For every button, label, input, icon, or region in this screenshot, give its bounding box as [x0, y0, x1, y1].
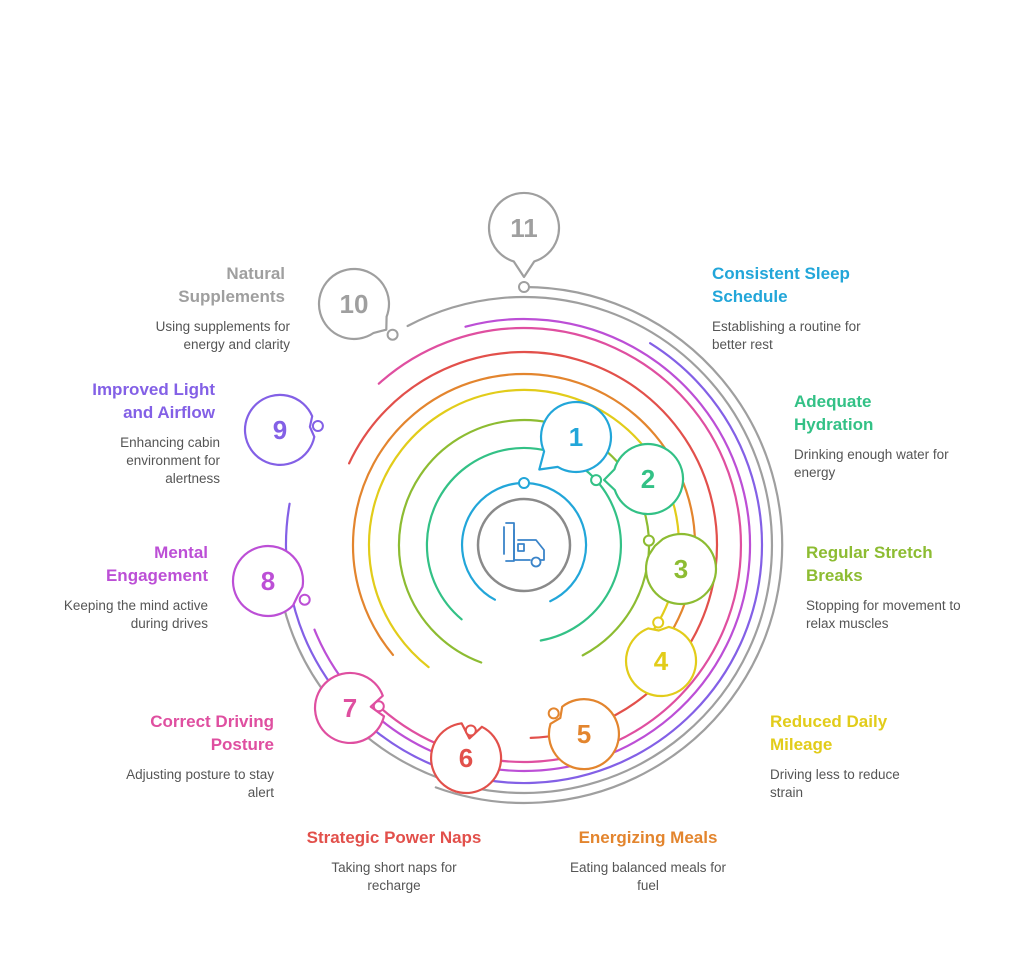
- badge-number-8: 8: [261, 566, 275, 596]
- badge-number-2: 2: [641, 464, 655, 494]
- ring-dot-1: [518, 477, 530, 489]
- step-badge-5: 5: [547, 698, 621, 771]
- badge-number-9: 9: [273, 415, 287, 445]
- step-3-description: Stopping for movement to relax muscles: [806, 598, 961, 631]
- ring-dot-6: [464, 724, 477, 737]
- step-6-title: Strategic Power Naps: [306, 828, 482, 847]
- step-8-title: Mental Engagement: [105, 543, 208, 585]
- step-4-description: Driving less to reduce strain: [770, 767, 900, 800]
- badge-number-7: 7: [343, 693, 357, 723]
- badge-outline-11: [487, 191, 561, 279]
- ring-arc-8: [313, 317, 752, 773]
- step-1-description: Establishing a routine for better rest: [712, 319, 861, 352]
- badge-number-5: 5: [577, 719, 591, 749]
- step-badge-3: 3: [644, 532, 718, 606]
- ring-dot-11: [518, 281, 530, 293]
- badge-number-11: 11: [510, 213, 538, 243]
- ring-arc-4: [367, 388, 681, 669]
- step-7-title: Correct Driving Posture: [150, 712, 274, 754]
- step-badge-2: 2: [603, 442, 685, 516]
- step-badge-4: 4: [624, 625, 698, 698]
- label-step-7: Correct Driving Posture Adjusting postur…: [98, 710, 274, 802]
- badge-number-3: 3: [674, 554, 688, 584]
- ring-dot-3: [642, 534, 655, 547]
- label-step-10: Natural Supplements Using supplements fo…: [110, 262, 290, 354]
- badge-outline-7: [313, 671, 386, 744]
- ring-arc-11: [434, 285, 784, 805]
- badge-outline-8: [231, 544, 305, 618]
- step-badge-1: 1: [538, 400, 613, 474]
- ring-arc-10: [280, 295, 774, 795]
- ring-dot-5: [547, 707, 560, 720]
- step-9-title: Improved Light and Airflow: [92, 380, 215, 422]
- step-10-description: Using supplements for energy and clarity: [155, 319, 290, 352]
- step-5-description: Eating balanced meals for fuel: [569, 860, 727, 893]
- label-step-3: Regular Stretch Breaks Stopping for move…: [806, 541, 966, 633]
- step-1-title: Consistent Sleep Schedule: [712, 264, 850, 306]
- ring-dot-2: [590, 474, 603, 487]
- step-9-description: Enhancing cabin environment for alertnes…: [120, 435, 220, 486]
- label-step-6: Strategic Power Naps Taking short naps f…: [304, 826, 484, 895]
- step-badge-11: 11: [487, 191, 561, 279]
- ring-dot-8: [298, 593, 311, 606]
- badge-outline-6: [430, 722, 503, 795]
- ring-dot-4: [652, 616, 665, 629]
- label-step-9: Improved Light and Airflow Enhancing cab…: [50, 378, 220, 488]
- badge-outline-2: [603, 442, 685, 516]
- badge-number-4: 4: [654, 646, 669, 676]
- ring-dot-7: [372, 700, 385, 713]
- badge-number-1: 1: [569, 422, 583, 452]
- step-badge-7: 7: [313, 671, 386, 744]
- badge-number-6: 6: [459, 743, 473, 773]
- badge-outline-4: [624, 625, 698, 698]
- badge-outline-3: [644, 532, 718, 606]
- step-badge-6: 6: [430, 722, 503, 795]
- badge-outline-9: [243, 393, 316, 466]
- label-step-2: Adequate Hydration Drinking enough water…: [794, 390, 954, 482]
- step-2-title: Adequate Hydration: [794, 392, 874, 434]
- step-3-title: Regular Stretch Breaks: [806, 543, 933, 585]
- step-4-title: Reduced Daily Mileage: [770, 712, 888, 754]
- badge-number-10: 10: [340, 289, 369, 319]
- step-6-description: Taking short naps for recharge: [331, 860, 457, 893]
- ring-dot-10: [386, 328, 399, 341]
- ring-dot-9: [311, 420, 324, 432]
- ring-arc-7: [377, 326, 743, 764]
- step-8-description: Keeping the mind active during drives: [63, 598, 208, 631]
- badge-outline-10: [317, 267, 391, 341]
- step-7-description: Adjusting posture to stay alert: [126, 767, 274, 800]
- label-step-8: Mental Engagement Keeping the mind activ…: [28, 541, 208, 633]
- step-badge-8: 8: [231, 544, 305, 618]
- step-2-description: Drinking enough water for energy: [794, 447, 949, 480]
- step-10-title: Natural Supplements: [178, 264, 285, 306]
- step-badge-10: 10: [317, 267, 391, 341]
- truck-icon: [503, 522, 545, 568]
- step-5-title: Energizing Meals: [578, 828, 718, 847]
- label-step-1: Consistent Sleep Schedule Establishing a…: [712, 262, 902, 354]
- label-step-5: Energizing Meals Eating balanced meals f…: [548, 826, 748, 895]
- badge-outline-1: [538, 400, 613, 474]
- label-step-4: Reduced Daily Mileage Driving less to re…: [770, 710, 930, 802]
- step-badge-9: 9: [243, 393, 316, 466]
- badge-outline-5: [547, 698, 621, 771]
- ring-arc-9: [284, 342, 764, 785]
